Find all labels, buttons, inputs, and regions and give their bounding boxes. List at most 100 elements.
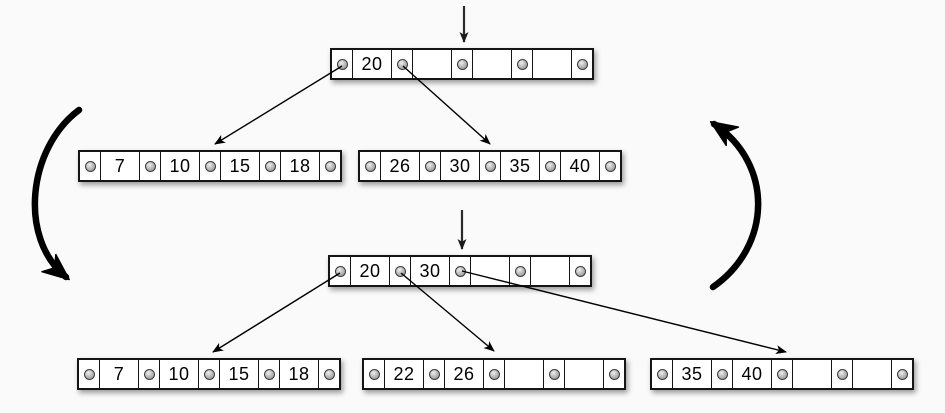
pointer-dot-icon	[456, 58, 468, 70]
pointer-slot	[450, 257, 471, 285]
pointer-dot-icon	[716, 368, 728, 380]
pointer-dot-icon	[514, 265, 526, 277]
child-link-arrow	[212, 272, 341, 353]
pointer-dot-icon	[656, 368, 668, 380]
pointer-slot	[79, 360, 100, 388]
pointer-slot	[332, 50, 353, 78]
pointer-slot	[832, 360, 853, 388]
pointer-dot-icon	[83, 368, 95, 380]
key-slot: 10	[161, 152, 200, 180]
key-slot: 26	[381, 152, 420, 180]
pointer-dot-icon	[484, 160, 496, 172]
pointer-slot	[452, 50, 473, 78]
pointer-slot	[510, 257, 531, 285]
pointer-dot-icon	[548, 368, 560, 380]
pointer-slot	[512, 50, 533, 78]
key-slot: 26	[445, 360, 484, 388]
pointer-slot	[360, 152, 381, 180]
key-slot	[793, 360, 832, 388]
child-link-arrow	[214, 65, 343, 145]
pointer-slot	[80, 152, 101, 180]
pointer-slot	[140, 152, 161, 180]
pointer-dot-icon	[396, 58, 408, 70]
curved-arrow-down-icon	[31, 106, 83, 281]
node-bottom-right-child: 35 40	[650, 358, 914, 390]
pointer-dot-icon	[516, 58, 528, 70]
pointer-slot	[259, 360, 280, 388]
key-slot: 18	[280, 360, 319, 388]
key-slot: 15	[221, 152, 260, 180]
pointer-slot	[199, 360, 220, 388]
pointer-dot-icon	[143, 368, 155, 380]
key-slot: 35	[501, 152, 540, 180]
pointer-slot	[364, 360, 385, 388]
key-slot: 22	[385, 360, 424, 388]
pointer-slot	[390, 257, 411, 285]
pointer-slot	[772, 360, 793, 388]
pointer-slot	[392, 50, 413, 78]
key-slot	[853, 360, 892, 388]
pointer-slot	[320, 152, 340, 180]
key-slot: 40	[733, 360, 772, 388]
pointer-slot	[420, 152, 441, 180]
node-top-left-child: 7 10 15 18	[78, 150, 342, 182]
key-slot: 18	[281, 152, 320, 180]
pointer-slot	[480, 152, 501, 180]
pointer-dot-icon	[336, 58, 348, 70]
key-slot: 7	[100, 360, 139, 388]
pointer-slot	[892, 360, 912, 388]
pointer-dot-icon	[836, 368, 848, 380]
key-slot: 20	[351, 257, 390, 285]
pointer-dot-icon	[263, 368, 275, 380]
pointer-slot	[570, 257, 590, 285]
pointer-dot-icon	[428, 368, 440, 380]
key-slot: 30	[441, 152, 480, 180]
pointer-dot-icon	[323, 368, 335, 380]
key-slot	[413, 50, 452, 78]
pointer-slot	[424, 360, 445, 388]
pointer-slot	[652, 360, 673, 388]
pointer-slot	[544, 360, 565, 388]
key-slot	[471, 257, 510, 285]
key-slot: 30	[411, 257, 450, 285]
node-bottom-middle-child: 22 26	[362, 358, 626, 390]
key-slot: 15	[220, 360, 259, 388]
pointer-dot-icon	[576, 58, 588, 70]
pointer-dot-icon	[896, 368, 908, 380]
pointer-dot-icon	[334, 265, 346, 277]
pointer-dot-icon	[608, 368, 620, 380]
key-slot: 20	[353, 50, 392, 78]
pointer-dot-icon	[324, 160, 336, 172]
node-top-right-child: 26 30 35 40	[358, 150, 622, 182]
pointer-slot	[319, 360, 339, 388]
pointer-slot	[200, 152, 221, 180]
key-slot: 40	[561, 152, 600, 180]
key-slot	[473, 50, 512, 78]
key-slot: 7	[101, 152, 140, 180]
pointer-slot	[484, 360, 505, 388]
key-slot: 10	[160, 360, 199, 388]
pointer-slot	[139, 360, 160, 388]
pointer-dot-icon	[144, 160, 156, 172]
key-slot	[531, 257, 570, 285]
pointer-slot	[604, 360, 624, 388]
node-bottom-root: 20 30	[328, 255, 592, 287]
key-slot: 35	[673, 360, 712, 388]
pointer-dot-icon	[488, 368, 500, 380]
pointer-slot	[600, 152, 620, 180]
pointer-slot	[330, 257, 351, 285]
pointer-dot-icon	[84, 160, 96, 172]
pointer-dot-icon	[204, 160, 216, 172]
pointer-dot-icon	[424, 160, 436, 172]
pointer-dot-icon	[203, 368, 215, 380]
pointer-dot-icon	[544, 160, 556, 172]
pointer-dot-icon	[776, 368, 788, 380]
pointer-slot	[260, 152, 281, 180]
pointer-dot-icon	[454, 265, 466, 277]
curved-arrow-up-icon	[709, 120, 762, 291]
key-slot	[505, 360, 544, 388]
node-top-root: 20	[330, 48, 594, 80]
pointer-dot-icon	[368, 368, 380, 380]
node-bottom-left-child: 7 10 15 18	[77, 358, 341, 390]
